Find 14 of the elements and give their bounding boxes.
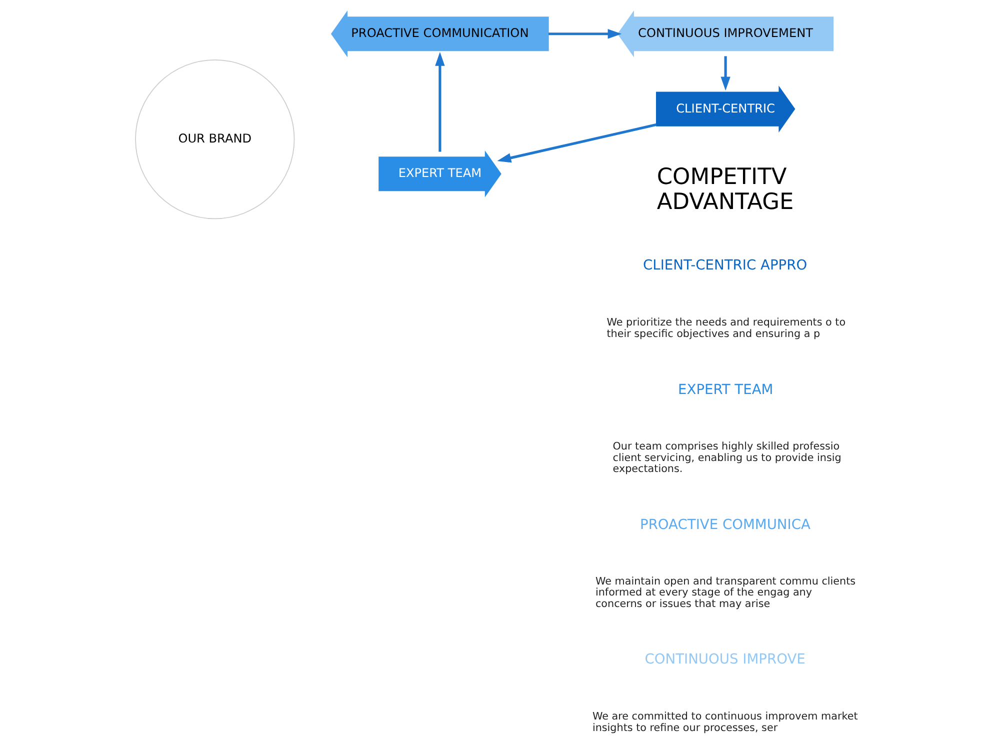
arrow [434, 52, 444, 152]
arrow [496, 123, 656, 163]
label: Our team comprises highly skilled professio client servicing, enabling us to provide insig expectations. [612, 440, 841, 476]
label: We prioritize the needs and requirements o to their specific objectives and ensuring a p [606, 316, 846, 340]
label: COMPETITV ADVANTAGE [656, 164, 794, 216]
arrow [720, 56, 730, 91]
label: PROACTIVE COMMUNICA [639, 516, 810, 533]
label: We maintain open and transparent commu clients informed at every stage of the engag any concerns or issues that may arise [594, 575, 856, 610]
arrow [548, 29, 622, 39]
label: CONTINUOUS IMPROVE [644, 652, 805, 668]
node-circle: OUR BRAND [134, 60, 294, 220]
label: We are committed to continuous improvem market insights to refine our processes, ser [592, 710, 858, 734]
label: EXPERT TEAM [678, 382, 773, 398]
label: CLIENT-CENTRIC APPRO [642, 258, 807, 274]
